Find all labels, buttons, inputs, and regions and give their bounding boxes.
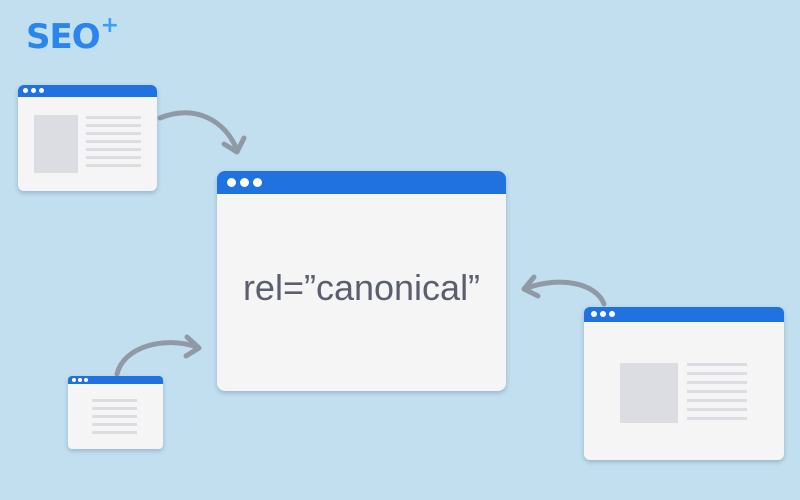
window-dot-icon — [253, 178, 262, 187]
window-dot-icon — [78, 378, 82, 382]
window-controls — [227, 178, 262, 187]
window-titlebar — [18, 85, 157, 97]
window-dot-icon — [240, 178, 249, 187]
text-lines-placeholder — [86, 116, 141, 167]
canonical-page-window: rel=”canonical” — [217, 171, 506, 391]
window-dot-icon — [591, 311, 597, 317]
window-titlebar — [217, 171, 506, 194]
window-titlebar — [584, 307, 784, 322]
arrow-right — [521, 274, 607, 307]
window-controls — [23, 88, 44, 93]
logo-plus: + — [100, 13, 119, 38]
image-placeholder — [34, 115, 78, 173]
window-dot-icon — [39, 88, 44, 93]
page-window-right — [584, 307, 784, 460]
window-dot-icon — [227, 178, 236, 187]
window-dot-icon — [609, 311, 615, 317]
window-dot-icon — [84, 378, 88, 382]
window-controls — [72, 378, 88, 382]
image-placeholder — [620, 363, 678, 423]
logo-text: SEO — [26, 17, 101, 57]
text-lines-placeholder — [92, 399, 137, 434]
arrow-bottom-left — [114, 334, 202, 377]
window-dot-icon — [72, 378, 76, 382]
canonical-tag-text: rel=”canonical” — [242, 267, 481, 308]
window-dot-icon — [31, 88, 36, 93]
window-controls — [591, 311, 615, 317]
seo-plus-logo: SEO + — [26, 13, 119, 58]
page-window-top-left — [18, 85, 157, 191]
text-lines-placeholder — [687, 363, 747, 420]
page-window-bottom-left — [68, 376, 163, 449]
arrow-top-left — [157, 110, 247, 155]
window-dot-icon — [23, 88, 28, 93]
window-dot-icon — [600, 311, 606, 317]
window-titlebar — [68, 376, 163, 384]
